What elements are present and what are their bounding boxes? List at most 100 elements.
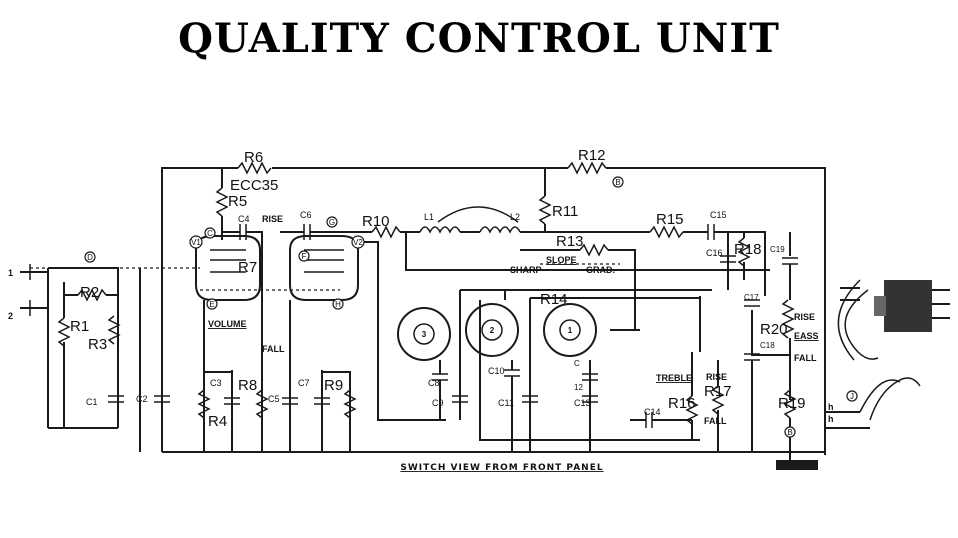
switch-2-label: 2 [490,326,495,335]
svg-text:FALL: FALL [262,344,285,354]
resistor-R6 [237,161,272,175]
svg-text:B: B [787,428,792,437]
svg-text:C14: C14 [644,407,661,417]
svg-text:D: D [87,253,93,262]
switch-caption: SWITCH VIEW FROM FRONT PANEL [400,463,603,473]
resistor-R17 [711,385,725,415]
svg-text:R13: R13 [556,233,584,250]
svg-text:L1: L1 [424,212,434,222]
svg-text:TREBLE: TREBLE [656,373,692,383]
svg-text:C: C [574,359,580,368]
svg-text:R15: R15 [656,211,684,228]
main-wiring [20,161,921,470]
svg-text:RISE: RISE [706,372,727,382]
svg-text:C6: C6 [300,210,312,220]
svg-text:J: J [850,392,854,401]
svg-text:R20: R20 [760,321,788,338]
switch-3-label: 3 [422,330,427,339]
resistor-R4 [197,389,211,419]
node-markers: D C V1 E F G V2 H B B J [84,176,858,438]
svg-text:C18: C18 [760,341,775,350]
svg-text:R5: R5 [228,193,247,210]
svg-text:E: E [209,300,214,309]
svg-text:EASS: EASS [794,331,819,341]
svg-text:12: 12 [574,383,583,392]
svg-text:R11: R11 [552,203,578,220]
svg-text:C8: C8 [428,378,440,388]
svg-text:FALL: FALL [794,353,817,363]
svg-text:C4: C4 [238,214,250,224]
svg-text:R10: R10 [362,213,390,230]
svg-text:C7: C7 [298,378,310,388]
svg-text:R6: R6 [244,149,263,166]
resistor-R12 [567,161,607,175]
svg-text:C11: C11 [498,398,514,408]
svg-text:C16: C16 [706,248,723,258]
resistor-R10 [371,225,401,239]
valve-v2 [289,235,359,301]
svg-text:L2: L2 [510,212,520,222]
page-title: QUALITY CONTROL UNIT [178,15,780,62]
resistor-R13 [579,243,609,257]
svg-text:C10: C10 [488,366,505,376]
ground-terminal [776,460,818,470]
svg-text:R16: R16 [668,395,696,412]
input-2-label: 2 [8,311,13,321]
svg-text:FALL: FALL [704,416,727,426]
svg-text:R7: R7 [238,259,257,276]
resistor-R9 [343,389,357,419]
resistor-R1 [57,317,71,347]
svg-text:h: h [828,402,834,412]
svg-text:R4: R4 [208,413,227,430]
resistor-R18 [737,237,751,267]
svg-text:V2: V2 [353,238,363,247]
resistor-R15 [649,225,684,239]
svg-text:C15: C15 [710,210,727,220]
switch-1-label: 1 [568,326,573,335]
resistor-R8 [255,389,269,419]
resistor-R19 [783,389,797,419]
svg-text:C13: C13 [574,398,591,408]
svg-text:h: h [828,414,834,424]
svg-text:R2: R2 [80,284,99,301]
resistor-R5 [215,187,229,217]
svg-text:R8: R8 [238,377,257,394]
svg-text:R18: R18 [734,241,762,258]
component-labels: R6 ECC35 R5 C4 RISE C6 R10 L1 L2 R12 R11… [70,147,834,430]
svg-text:C2: C2 [136,394,148,404]
svg-text:R14: R14 [540,291,568,308]
inductor-L2 [479,226,521,234]
switch-1[interactable]: 1 [543,303,597,357]
svg-text:C: C [207,229,213,238]
svg-text:R3: R3 [88,336,107,353]
svg-text:F: F [302,252,307,261]
switch-2[interactable]: 2 [465,303,519,357]
svg-text:B: B [615,178,620,187]
svg-text:GRAD.: GRAD. [586,265,615,275]
resistor-R20 [781,299,795,339]
svg-text:V1: V1 [191,238,201,247]
svg-text:SLOPE: SLOPE [546,255,577,265]
svg-text:RISE: RISE [794,312,815,322]
svg-text:R9: R9 [324,377,343,394]
resistor-R11 [538,195,552,225]
svg-text:SHARP: SHARP [510,265,542,275]
inductor-L1 [419,226,461,234]
svg-text:R12: R12 [578,147,606,164]
svg-text:C5: C5 [268,394,280,404]
svg-text:RISE: RISE [262,214,283,224]
svg-text:R1: R1 [70,318,89,335]
svg-text:C9: C9 [432,398,444,408]
resistor-R2 [77,288,107,302]
svg-text:C19: C19 [770,245,785,254]
svg-text:C3: C3 [210,378,222,388]
svg-text:C17: C17 [744,293,759,302]
switch-3[interactable]: 3 [397,307,451,361]
svg-text:H: H [335,300,341,309]
input-1-label: 1 [8,268,13,278]
power-plug [874,280,950,332]
svg-text:R19: R19 [778,395,806,412]
svg-text:ECC35: ECC35 [230,177,278,194]
